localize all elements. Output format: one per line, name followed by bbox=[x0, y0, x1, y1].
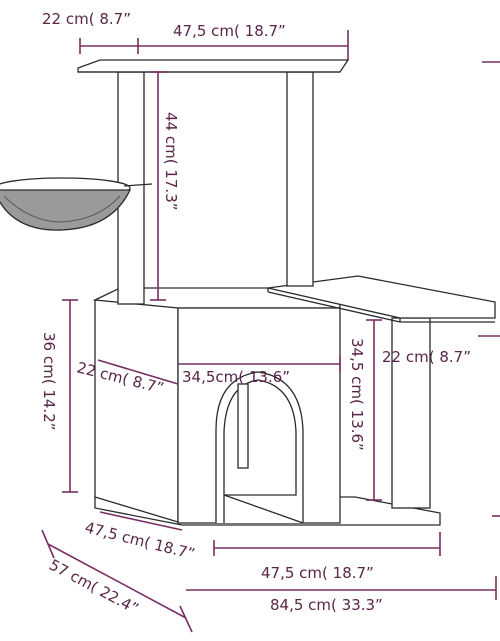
cat-tree-drawing bbox=[0, 59, 496, 526]
right-post bbox=[286, 71, 314, 287]
hammock-basket bbox=[0, 189, 132, 231]
hammock-shade bbox=[3, 195, 121, 223]
label-top-width: 47,5 cm( 18.7” bbox=[173, 22, 286, 40]
dim-line-base-depth bbox=[99, 511, 183, 531]
house-door bbox=[215, 371, 304, 523]
top-platform bbox=[77, 59, 350, 73]
side-shelf bbox=[267, 275, 496, 319]
house-side bbox=[94, 299, 179, 523]
house-door-floor bbox=[223, 494, 304, 524]
house-door-inner bbox=[223, 379, 297, 523]
dim-line-box-depth bbox=[97, 359, 179, 385]
label-box-height: 36 cm( 14.2” bbox=[40, 332, 58, 431]
label-base-width: 47,5 cm( 18.7” bbox=[261, 564, 374, 582]
hammock-arm bbox=[123, 183, 153, 187]
label-total-width: 84,5 cm( 33.3” bbox=[270, 596, 383, 614]
label-side-height: 34,5 cm( 13.6” bbox=[348, 338, 366, 451]
inner-post bbox=[237, 383, 249, 469]
label-side-depth: 22 cm( 8.7” bbox=[382, 348, 471, 366]
side-post bbox=[391, 317, 431, 509]
dimension-lines bbox=[41, 30, 500, 633]
hammock bbox=[0, 177, 153, 231]
label-top-depth: 22 cm( 8.7” bbox=[42, 10, 131, 28]
dim-line-total-depth bbox=[47, 543, 187, 619]
label-post-height: 44 cm( 17.3” bbox=[162, 112, 180, 211]
label-box-width: 34,5cm( 13.6” bbox=[182, 368, 290, 386]
side-shelf-edge2 bbox=[267, 291, 401, 323]
